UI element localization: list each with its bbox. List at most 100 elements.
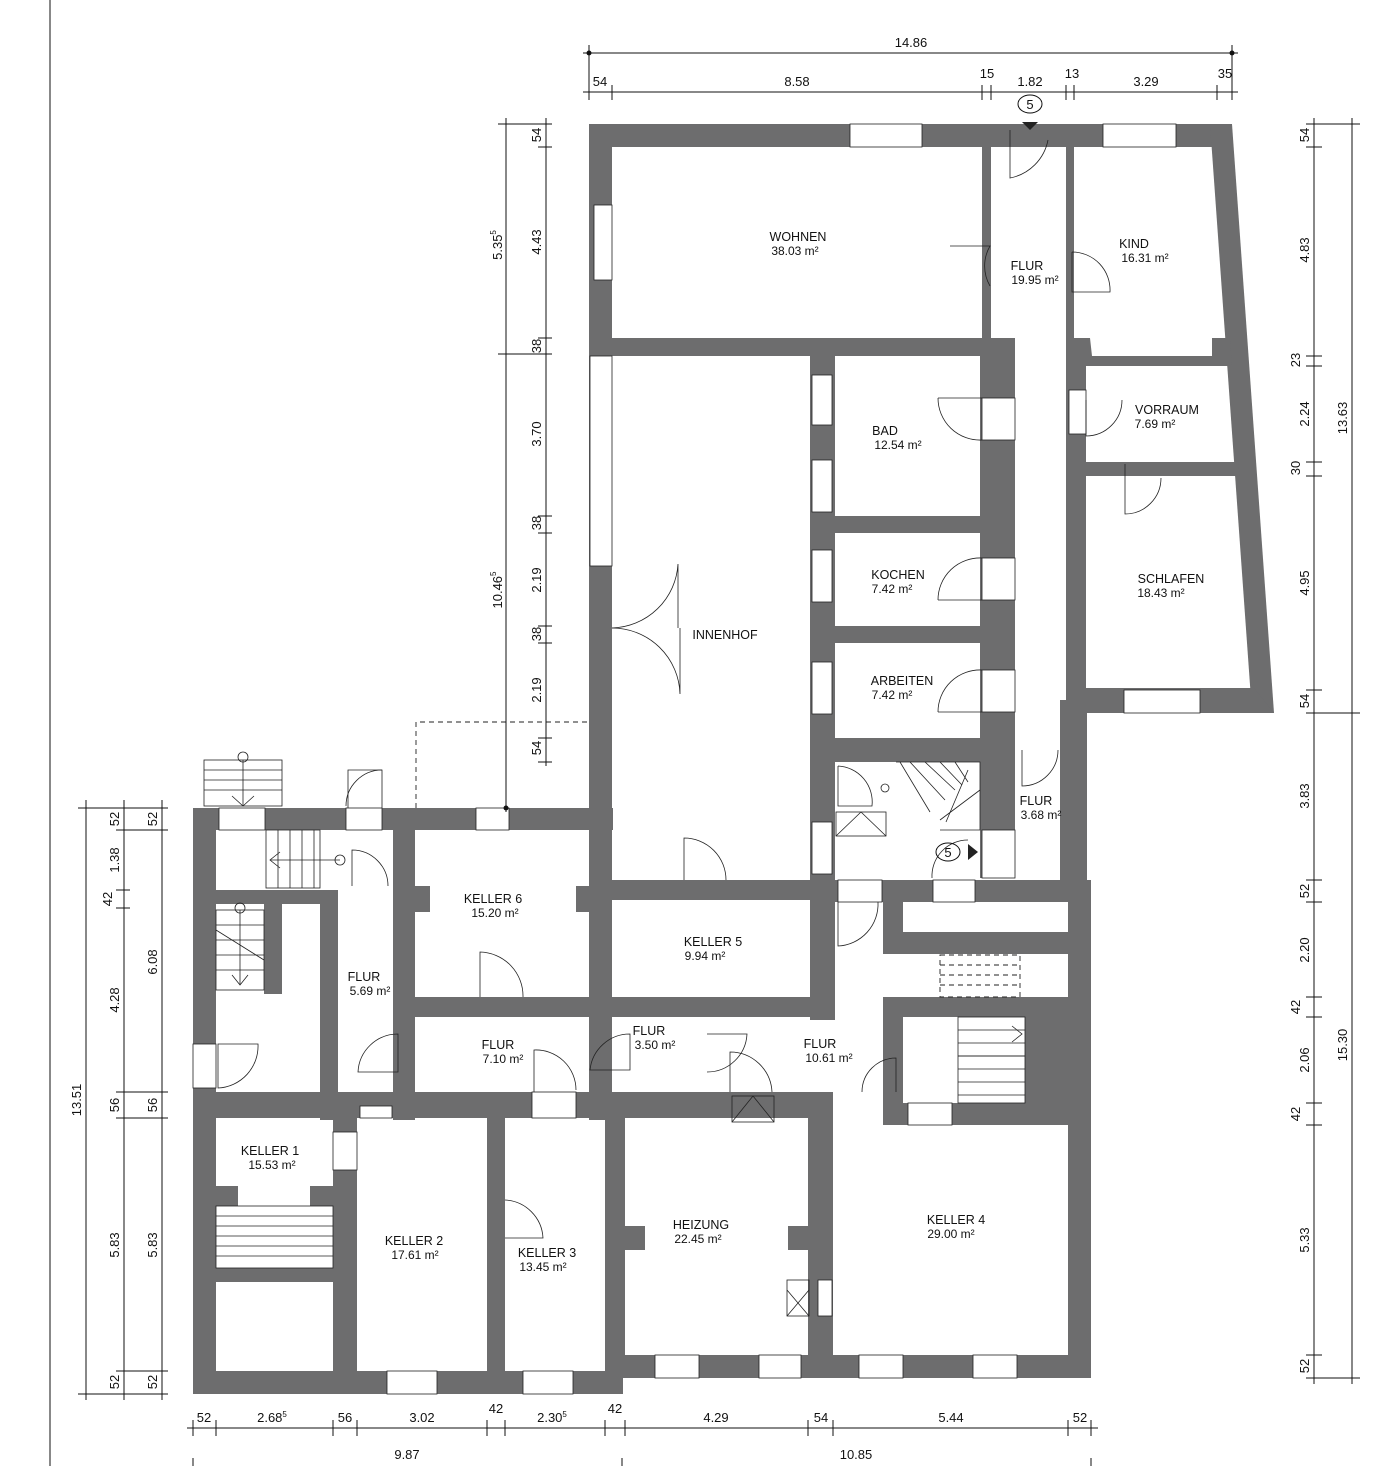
svg-text:3.02: 3.02 — [409, 1410, 434, 1425]
room-keller5-area: 9.94 m² — [685, 949, 726, 963]
svg-text:38: 38 — [529, 516, 544, 530]
svg-text:2.19: 2.19 — [529, 567, 544, 592]
room-flur-upper-name: FLUR — [1011, 259, 1044, 273]
svg-text:1.82: 1.82 — [1017, 74, 1042, 89]
svg-text:5.33: 5.33 — [1297, 1227, 1312, 1252]
svg-text:38: 38 — [529, 627, 544, 641]
svg-text:2.19: 2.19 — [529, 677, 544, 702]
dimension-top: 14.86 54 8.58 15 1.82 13 3.29 35 — [583, 35, 1238, 100]
room-wohnen-area: 38.03 m² — [771, 244, 818, 258]
room-heizung-area: 22.45 m² — [674, 1232, 721, 1246]
room-flur-569-name: FLUR — [348, 970, 381, 984]
svg-text:5.44: 5.44 — [938, 1410, 963, 1425]
svg-text:54: 54 — [593, 74, 607, 89]
svg-text:13.63: 13.63 — [1335, 402, 1350, 435]
svg-text:52: 52 — [1297, 884, 1312, 898]
svg-text:23: 23 — [1288, 353, 1303, 367]
svg-text:52: 52 — [1073, 1410, 1087, 1425]
room-flur-small-name: FLUR — [1020, 794, 1053, 808]
svg-text:54: 54 — [1297, 128, 1312, 142]
entry-marker-top: 5 — [1017, 94, 1043, 130]
room-flur-710-area: 7.10 m² — [483, 1052, 524, 1066]
svg-text:8.58: 8.58 — [784, 74, 809, 89]
canopy-outline — [415, 721, 590, 808]
svg-text:52: 52 — [197, 1410, 211, 1425]
room-schlafen-area: 18.43 m² — [1137, 586, 1184, 600]
room-schlafen-name: SCHLAFEN — [1138, 572, 1205, 586]
room-flur-small-area: 3.68 m² — [1021, 808, 1062, 822]
room-keller2-area: 17.61 m² — [391, 1248, 438, 1262]
svg-text:2.24: 2.24 — [1297, 401, 1312, 426]
svg-text:54: 54 — [529, 128, 544, 142]
room-kind-area: 16.31 m² — [1121, 251, 1168, 265]
svg-text:42: 42 — [1288, 1000, 1303, 1014]
room-keller3-name: KELLER 3 — [518, 1246, 576, 1260]
svg-text:35: 35 — [1218, 66, 1232, 81]
svg-text:52: 52 — [1297, 1359, 1312, 1373]
svg-text:13: 13 — [1065, 66, 1079, 81]
svg-text:5.355: 5.355 — [489, 230, 505, 260]
svg-text:42: 42 — [1288, 1107, 1303, 1121]
svg-text:5: 5 — [1026, 97, 1033, 112]
room-vorraum-area: 7.69 m² — [1135, 417, 1176, 431]
svg-text:52: 52 — [145, 1375, 160, 1389]
svg-text:42: 42 — [100, 892, 115, 906]
stairs — [203, 751, 1026, 1317]
svg-text:4.95: 4.95 — [1297, 570, 1312, 595]
svg-text:56: 56 — [145, 1098, 160, 1112]
room-flur-1061-name: FLUR — [804, 1037, 837, 1051]
svg-text:38: 38 — [529, 339, 544, 353]
room-wohnen-name: WOHNEN — [770, 230, 827, 244]
room-flur-upper-area: 19.95 m² — [1011, 273, 1058, 287]
svg-text:5.83: 5.83 — [145, 1232, 160, 1257]
room-keller6-area: 15.20 m² — [471, 906, 518, 920]
dimension-bottom: 52 2.685 56 3.02 42 2.305 42 4.29 54 5.4… — [187, 1401, 1098, 1466]
svg-text:54: 54 — [529, 741, 544, 755]
svg-text:14.86: 14.86 — [895, 35, 928, 50]
svg-text:56: 56 — [107, 1098, 122, 1112]
svg-text:4.83: 4.83 — [1297, 237, 1312, 262]
room-arbeiten-name: ARBEITEN — [871, 674, 934, 688]
room-keller4-area: 29.00 m² — [927, 1227, 974, 1241]
room-flur-350-name: FLUR — [633, 1024, 666, 1038]
svg-text:5.83: 5.83 — [107, 1232, 122, 1257]
room-bad-area: 12.54 m² — [874, 438, 921, 452]
svg-text:6.08: 6.08 — [145, 949, 160, 974]
svg-text:13.51: 13.51 — [69, 1084, 84, 1117]
room-flur-710-name: FLUR — [482, 1038, 515, 1052]
room-arbeiten-area: 7.42 m² — [872, 688, 913, 702]
svg-text:1.38: 1.38 — [107, 847, 122, 872]
svg-text:30: 30 — [1288, 461, 1303, 475]
svg-text:4.43: 4.43 — [529, 229, 544, 254]
room-innenhof-name: INNENHOF — [692, 628, 758, 642]
svg-text:3.70: 3.70 — [529, 421, 544, 446]
dimension-right: 54 4.83 23 2.24 30 4.95 54 3.83 52 2.20 … — [1288, 118, 1360, 1384]
doors — [217, 130, 1162, 1239]
windows — [192, 123, 1201, 1395]
svg-text:2.305: 2.305 — [537, 1410, 567, 1425]
room-keller1-name: KELLER 1 — [241, 1144, 299, 1158]
svg-text:54: 54 — [1297, 694, 1312, 708]
room-keller4-name: KELLER 4 — [927, 1213, 985, 1227]
room-flur-350-area: 3.50 m² — [635, 1038, 676, 1052]
svg-text:2.685: 2.685 — [257, 1410, 287, 1425]
room-kind-name: KIND — [1119, 237, 1149, 251]
svg-text:42: 42 — [608, 1401, 622, 1416]
room-kochen-name: KOCHEN — [871, 568, 924, 582]
svg-text:52: 52 — [145, 812, 160, 826]
svg-text:15: 15 — [980, 66, 994, 81]
room-labels: WOHNEN 38.03 m² FLUR 19.95 m² KIND 16.31… — [241, 230, 1205, 1274]
room-keller5-name: KELLER 5 — [684, 935, 742, 949]
room-bad-name: BAD — [872, 424, 898, 438]
svg-text:9.87: 9.87 — [394, 1447, 419, 1462]
svg-text:15.30: 15.30 — [1335, 1029, 1350, 1062]
room-heizung-name: HEIZUNG — [673, 1218, 729, 1232]
svg-text:4.29: 4.29 — [703, 1410, 728, 1425]
svg-text:3.83: 3.83 — [1297, 783, 1312, 808]
svg-text:52: 52 — [107, 1375, 122, 1389]
svg-text:52: 52 — [107, 812, 122, 826]
dimension-left-lower: 13.51 52 1.38 42 4.28 56 5.83 52 52 6.08… — [69, 800, 168, 1400]
room-keller3-area: 13.45 m² — [519, 1260, 566, 1274]
room-vorraum-name: VORRAUM — [1135, 403, 1199, 417]
